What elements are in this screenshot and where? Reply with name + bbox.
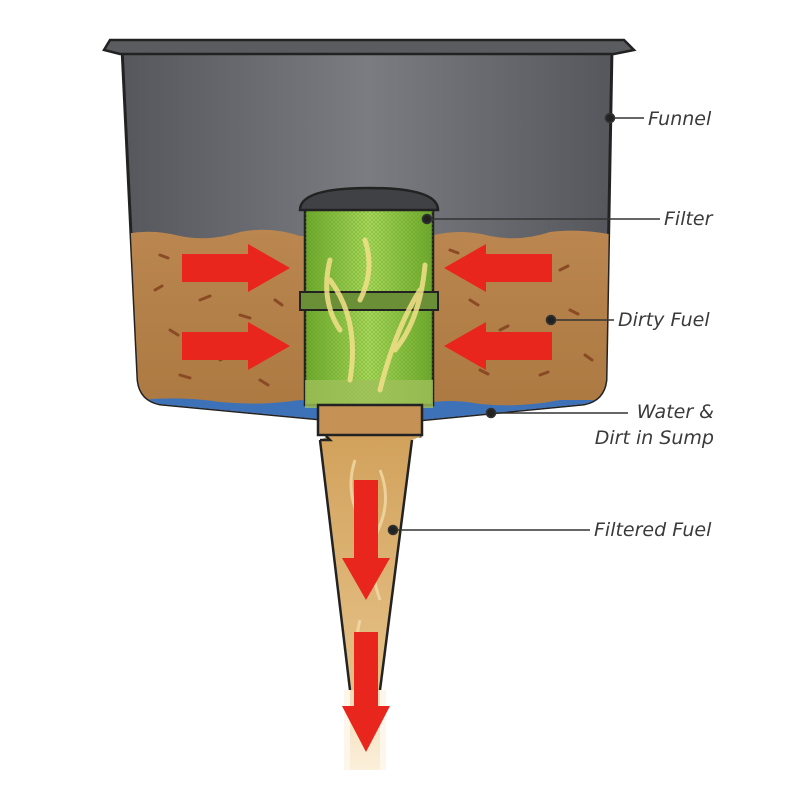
arrow-left-upper	[444, 244, 552, 292]
arrow-left-lower	[444, 322, 552, 370]
filter-cartridge	[298, 186, 440, 437]
arrow-right-upper	[182, 244, 290, 292]
label-filter: Filter	[664, 208, 713, 230]
label-water-line2: Dirt in Sump	[594, 427, 714, 449]
arrow-right-lower	[182, 322, 290, 370]
label-filtered-fuel: Filtered Fuel	[594, 519, 712, 541]
funnel-rim	[102, 38, 637, 56]
flow-arrows	[182, 244, 552, 752]
leader-lines	[387, 112, 660, 536]
arrow-down-lower	[342, 632, 390, 752]
label-dirty-fuel: Dirty Fuel	[618, 309, 710, 331]
arrow-down-upper	[342, 480, 390, 600]
spout	[320, 436, 422, 770]
label-water-line1: Water &	[636, 401, 714, 423]
label-funnel: Funnel	[648, 108, 712, 130]
